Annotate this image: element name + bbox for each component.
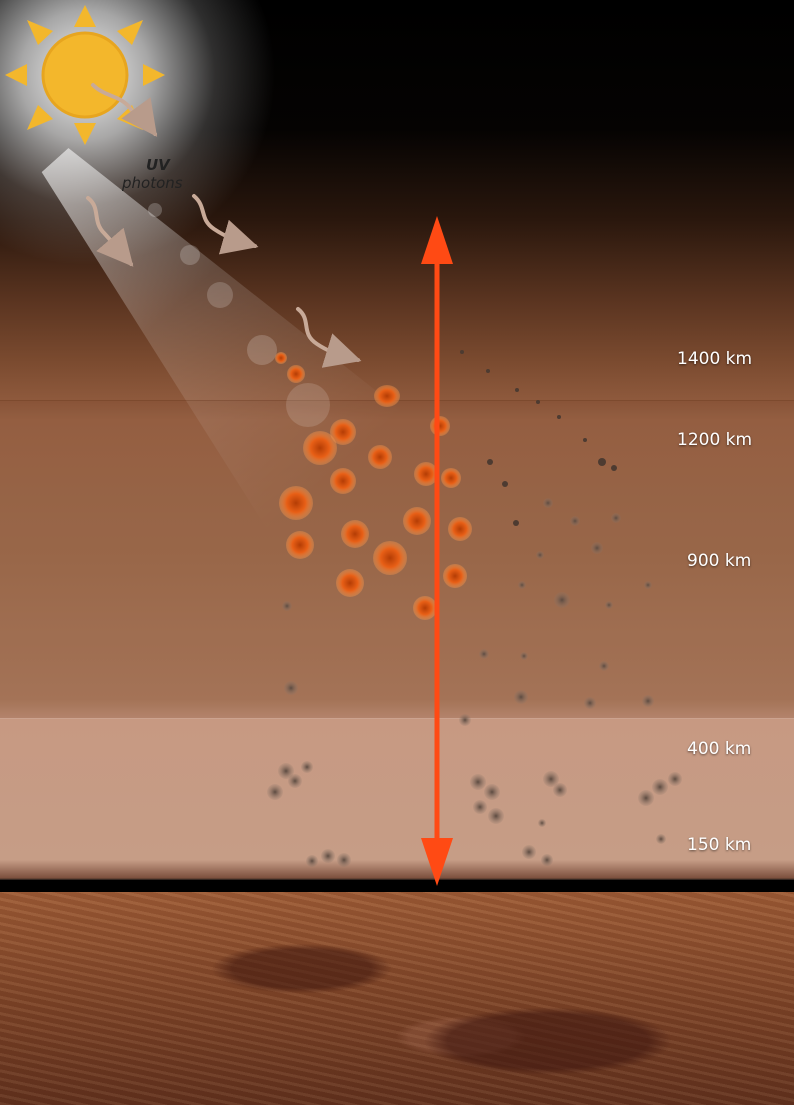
photon-arrows — [86, 83, 362, 368]
aggregate-particles — [267, 761, 682, 867]
dark-particles — [282, 350, 666, 844]
wavy-arrow-icon — [86, 196, 134, 267]
altitude-label-900: 900 km — [687, 551, 752, 571]
wavy-arrow-icon — [296, 307, 362, 368]
surface-separator — [0, 880, 794, 892]
altitude-label-150: 150 km — [687, 835, 752, 855]
uv-label: UV — [146, 156, 170, 174]
photon-haze — [148, 203, 330, 427]
photons-label: photons — [122, 174, 183, 192]
planet-surface — [0, 892, 794, 1105]
double-headed-arrow-icon — [421, 216, 453, 886]
sun-icon — [5, 5, 165, 145]
altitude-label-1200: 1200 km — [677, 430, 753, 450]
wavy-arrow-icon — [192, 194, 259, 255]
altitude-label-1400: 1400 km — [677, 349, 753, 369]
orange-particles — [275, 352, 472, 620]
altitude-label-400: 400 km — [687, 739, 752, 759]
wavy-arrow-icon — [91, 83, 158, 137]
